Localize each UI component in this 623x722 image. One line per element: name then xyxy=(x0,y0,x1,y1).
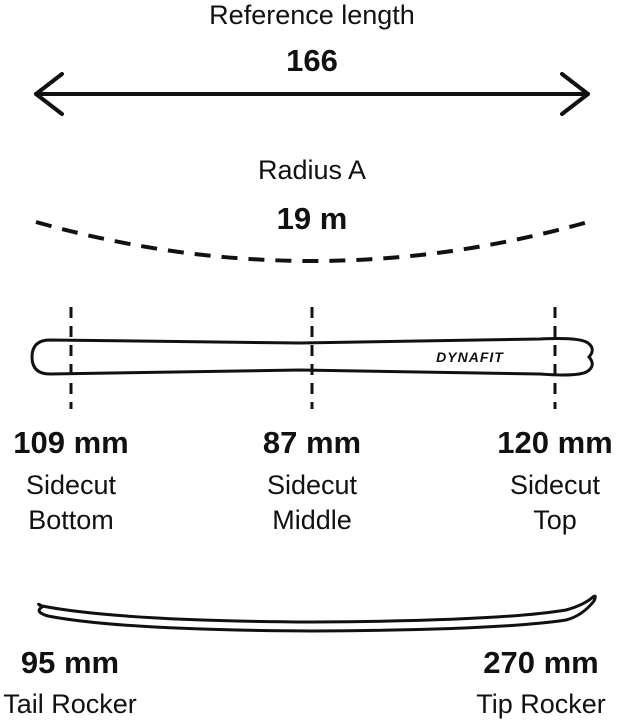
sidecut-bottom-width: 109 mm xyxy=(13,425,129,460)
radius-arc xyxy=(35,220,589,263)
sidecut-middle-label-line1: Sidecut xyxy=(266,470,358,500)
ski-side-profile xyxy=(37,594,597,633)
sidecut-middle-label-line2: Middle xyxy=(272,505,352,535)
sidecut-middle-width: 87 mm xyxy=(262,425,362,460)
reference-length-arrow xyxy=(34,72,590,116)
sidecut-top-label-line2: Top xyxy=(533,505,577,535)
sidecut-bottom-label-line1: Sidecut xyxy=(25,470,117,500)
radius-label: Radius A xyxy=(257,155,367,185)
reference-length-label: Reference length xyxy=(209,0,415,30)
tip-rocker-label: Tip Rocker xyxy=(476,689,606,719)
sidecut-top-width: 120 mm xyxy=(497,425,613,460)
reference-length-value: 166 xyxy=(286,43,338,78)
sidecut-top-label-line1: Sidecut xyxy=(509,470,601,500)
tail-rocker-value: 95 mm xyxy=(20,645,120,680)
brand-logo: DYNAFIT xyxy=(436,349,504,365)
tail-rocker-label: Tail Rocker xyxy=(3,689,137,719)
radius-value: 19 m xyxy=(276,201,348,236)
tip-rocker-value: 270 mm xyxy=(483,645,599,680)
sidecut-measure-lines xyxy=(69,307,557,409)
sidecut-bottom-label-line2: Bottom xyxy=(28,505,114,535)
ski-top-view xyxy=(30,337,594,377)
